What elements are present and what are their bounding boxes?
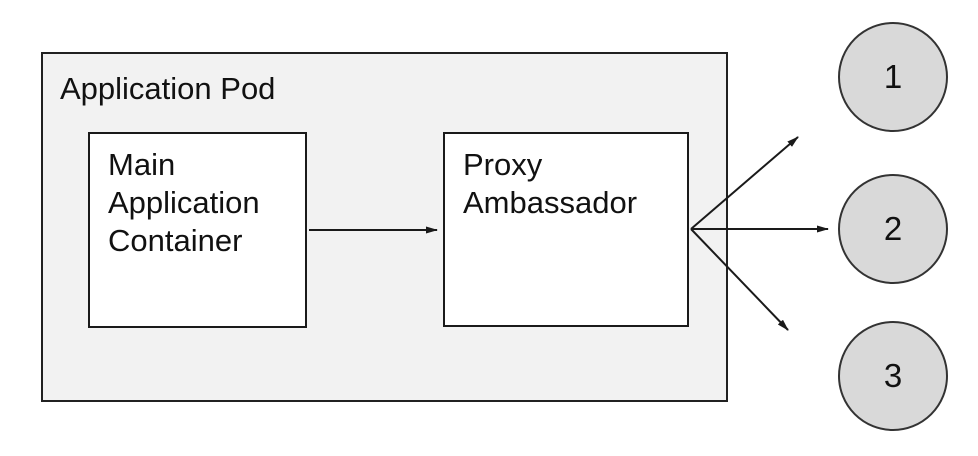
endpoint-circle-2-label: 2 — [883, 210, 903, 247]
node-proxy-ambassador: Proxy Ambassador — [443, 132, 689, 327]
node-main-application-container: Main Application Container — [88, 132, 307, 328]
endpoint-circle-2: 2 — [838, 174, 948, 284]
endpoint-circle-3: 3 — [838, 321, 948, 431]
endpoint-circle-1: 1 — [838, 22, 948, 132]
endpoint-circle-1-label: 1 — [883, 58, 903, 95]
node-proxy-ambassador-label: Proxy Ambassador — [463, 147, 638, 220]
node-main-application-container-label: Main Application Container — [108, 147, 260, 258]
endpoint-circle-3-label: 3 — [883, 357, 903, 394]
application-pod-label: Application Pod — [60, 71, 276, 106]
